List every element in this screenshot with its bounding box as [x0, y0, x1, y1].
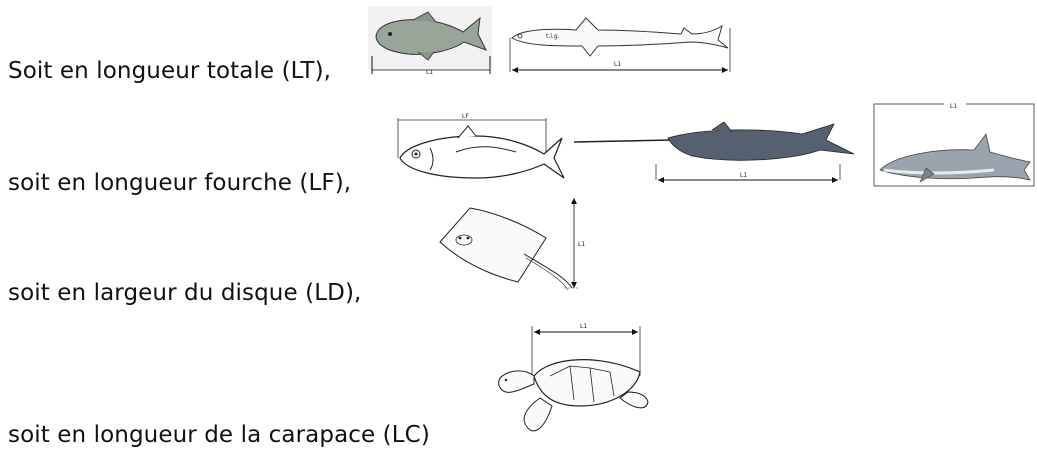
- fish-box-label: L1: [426, 69, 433, 76]
- line-disc-width: soit en largeur du disque (LD),: [8, 280, 361, 306]
- shark-label: L1: [614, 61, 621, 68]
- swordfish-label: L1: [740, 172, 747, 179]
- shark-figure: t.l.g. L1: [506, 14, 734, 76]
- tuna-label: LF: [462, 113, 469, 120]
- fish-total-length-figure: L1: [368, 6, 494, 76]
- turtle-figure: L1: [490, 316, 650, 436]
- line-carapace-length: soit en longueur de la carapace (LC): [8, 422, 430, 448]
- ray-label: L1: [578, 241, 585, 248]
- dolphin-figure: L1: [874, 104, 1034, 188]
- turtle-label: L1: [580, 323, 587, 330]
- line-total-length: Soit en longueur totale (LT),: [8, 58, 331, 84]
- swordfish-figure: L1: [572, 124, 858, 188]
- line-fork-length: soit en longueur fourche (LF),: [8, 170, 351, 196]
- shark-small-label: t.l.g.: [546, 33, 560, 40]
- ray-figure: L1: [434, 194, 584, 292]
- dolphin-label: L1: [950, 103, 957, 110]
- tuna-figure: LF: [396, 112, 568, 192]
